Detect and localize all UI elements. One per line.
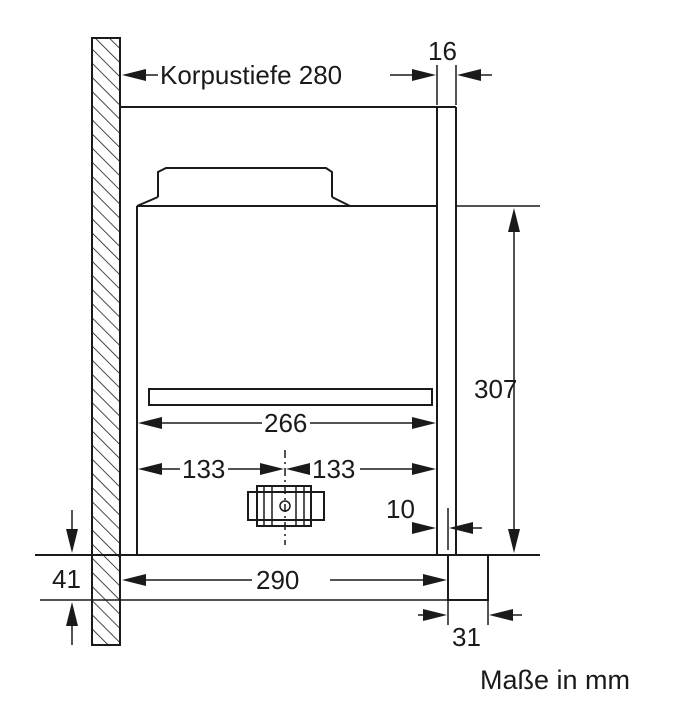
hood-unit <box>136 167 437 555</box>
dim-panel-thickness: 16 <box>428 36 492 105</box>
dim-cabinet-depth: Korpustiefe 280 <box>122 60 438 105</box>
label-frame-height: 41 <box>52 564 81 594</box>
motor-symbol <box>247 450 325 545</box>
label-gap: 10 <box>386 494 415 524</box>
dim-frame-height: 41 <box>52 510 81 645</box>
dim-height: 307 <box>456 205 540 553</box>
dim-gap: 10 <box>386 494 482 550</box>
units-note: Maße in mm <box>480 665 630 695</box>
label-half-right: 133 <box>312 454 355 484</box>
label-panel-thickness: 16 <box>428 36 457 66</box>
wall-hatched <box>91 37 121 646</box>
label-cabinet-depth: Korpustiefe 280 <box>160 60 342 90</box>
cabinet-body <box>119 106 457 555</box>
dim-front-depth: 31 <box>418 600 522 652</box>
label-front-depth: 31 <box>452 622 481 652</box>
dim-bar-width: 266 <box>138 408 436 438</box>
label-half-left: 133 <box>182 454 225 484</box>
bottom-plate <box>35 554 540 601</box>
label-bottom-width: 290 <box>256 565 299 595</box>
label-bar-width: 266 <box>264 408 307 438</box>
label-height: 307 <box>474 374 517 404</box>
dim-halves: 133 133 <box>138 454 436 484</box>
dim-bottom-width: 290 <box>122 565 447 595</box>
